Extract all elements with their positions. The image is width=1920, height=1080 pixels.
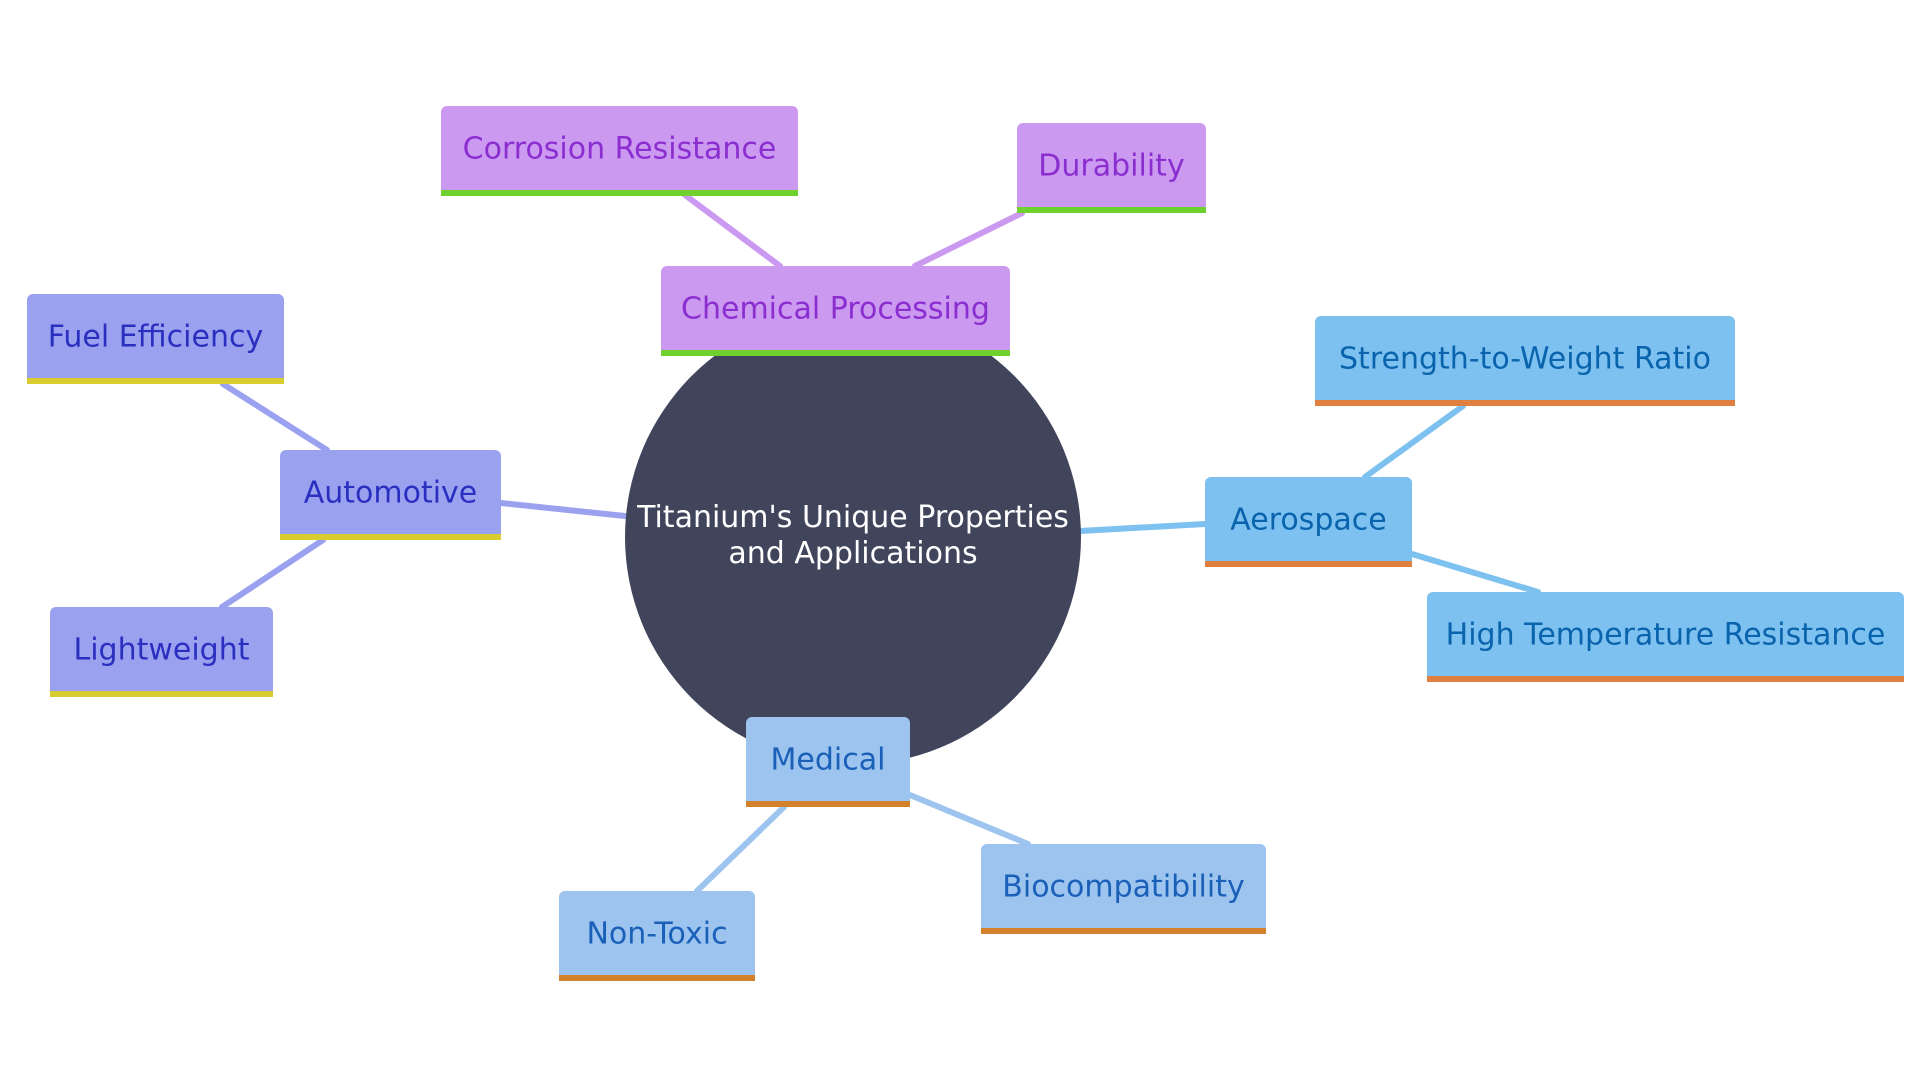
node-lightweight[interactable]: Lightweight [50, 607, 273, 697]
node-chemical-label: Chemical Processing [681, 292, 990, 327]
node-chemical[interactable]: Chemical Processing [661, 266, 1010, 356]
node-biocompat-label: Biocompatibility [1002, 870, 1244, 905]
edge-root-aerospace [1077, 521, 1208, 534]
edge-chemical-durability [912, 210, 1025, 269]
node-aerospace-underline [1205, 561, 1412, 567]
node-biocompat-underline [981, 928, 1266, 934]
edge-medical-nontoxic [694, 804, 787, 894]
node-nontoxic-underline [559, 975, 755, 981]
node-durability-label: Durability [1038, 149, 1184, 184]
node-chemical-box [661, 266, 1010, 356]
node-lightweight-underline [50, 691, 273, 697]
root-label-line1: Titanium's Unique Properties [636, 500, 1069, 535]
edge-aerospace-hightemp [1409, 551, 1541, 595]
node-strength-underline [1315, 400, 1735, 406]
nodes-layer: Chemical Processing Corrosion Resistance D… [27, 106, 1904, 981]
node-hightemp[interactable]: High Temperature Resistance [1427, 592, 1904, 682]
node-durability-underline [1017, 207, 1206, 213]
root-node-circle [625, 309, 1081, 765]
node-hightemp-underline [1427, 676, 1904, 682]
node-aerospace-box [1205, 477, 1412, 567]
node-fuel-box [27, 294, 284, 384]
edge-root-automotive [498, 500, 628, 519]
node-hightemp-box [1427, 592, 1904, 682]
node-fuel[interactable]: Fuel Efficiency [27, 294, 284, 384]
node-durability-box [1017, 123, 1206, 213]
node-biocompat-box [981, 844, 1266, 934]
node-durability[interactable]: Durability [1017, 123, 1206, 213]
node-chemical-underline [661, 350, 1010, 356]
node-lightweight-box [50, 607, 273, 697]
node-aerospace[interactable]: Aerospace [1205, 477, 1412, 567]
edge-automotive-fuel [220, 381, 330, 453]
node-strength-label: Strength-to-Weight Ratio [1339, 342, 1711, 377]
node-medical-underline [746, 801, 910, 807]
node-nontoxic-box [559, 891, 755, 981]
node-medical-box [746, 717, 910, 807]
node-corrosion[interactable]: Corrosion Resistance [441, 106, 798, 196]
node-corrosion-underline [441, 190, 798, 196]
edge-aerospace-strength [1362, 403, 1466, 480]
node-nontoxic[interactable]: Non-Toxic [559, 891, 755, 981]
node-strength-box [1315, 316, 1735, 406]
edges-layer [219, 192, 1541, 894]
node-strength[interactable]: Strength-to-Weight Ratio [1315, 316, 1735, 406]
node-automotive-label: Automotive [304, 476, 478, 511]
node-biocompat[interactable]: Biocompatibility [981, 844, 1266, 934]
node-corrosion-label: Corrosion Resistance [463, 132, 777, 167]
node-automotive[interactable]: Automotive [280, 450, 501, 540]
node-automotive-underline [280, 534, 501, 540]
edge-automotive-lightweight [219, 537, 326, 610]
edge-medical-biocompat [907, 792, 1031, 847]
node-lightweight-label: Lightweight [73, 633, 249, 668]
node-aerospace-label: Aerospace [1230, 503, 1387, 538]
node-nontoxic-label: Non-Toxic [586, 917, 727, 952]
root-label-line2: and Applications [728, 536, 977, 571]
node-hightemp-label: High Temperature Resistance [1446, 618, 1886, 653]
node-fuel-label: Fuel Efficiency [48, 320, 263, 355]
node-automotive-box [280, 450, 501, 540]
root-layer: Titanium's Unique Properties and Applica… [625, 309, 1081, 765]
edge-chemical-corrosion [682, 192, 783, 269]
node-medical[interactable]: Medical [746, 717, 910, 807]
node-corrosion-box [441, 106, 798, 196]
node-medical-label: Medical [771, 743, 886, 778]
node-fuel-underline [27, 378, 284, 384]
